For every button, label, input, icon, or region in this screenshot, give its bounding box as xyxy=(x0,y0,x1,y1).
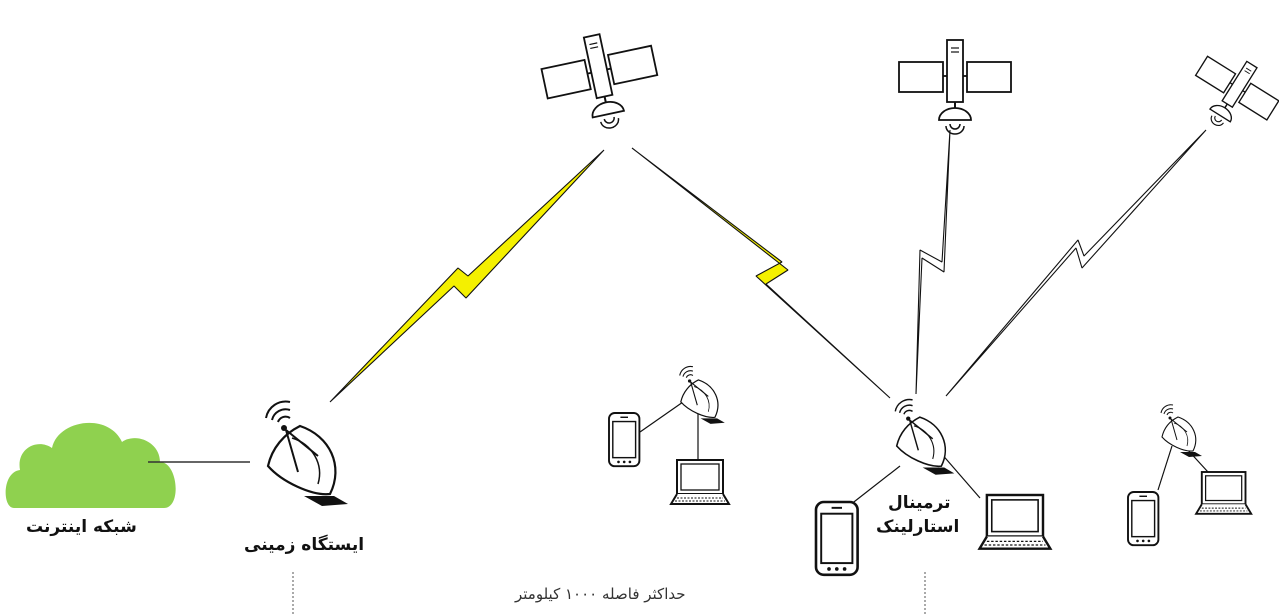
phone-link-terminal xyxy=(849,465,901,506)
laptop-icon-mid xyxy=(670,459,730,505)
satellite-icon-right xyxy=(1178,41,1279,148)
laptop-link-right xyxy=(1185,447,1209,473)
laptop-link-terminal xyxy=(939,451,981,499)
smartphone-icon-right xyxy=(1127,491,1160,547)
terminal-label-line2: استارلینک xyxy=(876,517,960,537)
ground-station-dish-icon xyxy=(264,400,350,508)
max-distance-label: حداکثر فاصله ۱۰۰۰ کیلومتر xyxy=(515,585,686,603)
link-terminal-to-satellite-3 xyxy=(945,129,1207,397)
laptop-icon-right xyxy=(1195,471,1253,515)
laptop-icon-terminal xyxy=(978,493,1052,550)
link-satellite-to-terminal xyxy=(631,147,891,399)
link-ground-to-satellite xyxy=(329,149,605,403)
satellite-icon-left xyxy=(535,23,668,141)
link-terminal-to-satellite-2 xyxy=(915,129,951,395)
smartphone-icon-mid xyxy=(608,412,641,468)
right-dish-icon xyxy=(1160,404,1203,458)
satellite-icon-middle xyxy=(898,39,1012,135)
terminal-label-line1: ترمینال xyxy=(888,493,951,513)
smartphone-icon-terminal xyxy=(814,500,859,577)
mid-dish-icon xyxy=(679,365,726,425)
cloud-icon xyxy=(5,422,176,508)
phone-link-mid xyxy=(639,401,684,433)
phone-link-right xyxy=(1157,445,1173,491)
internet-label: شبکه اینترنت xyxy=(26,517,137,537)
starlink-terminal-dish-icon xyxy=(894,398,956,476)
ground-station-label: ایستگاه زمینی xyxy=(244,535,365,555)
